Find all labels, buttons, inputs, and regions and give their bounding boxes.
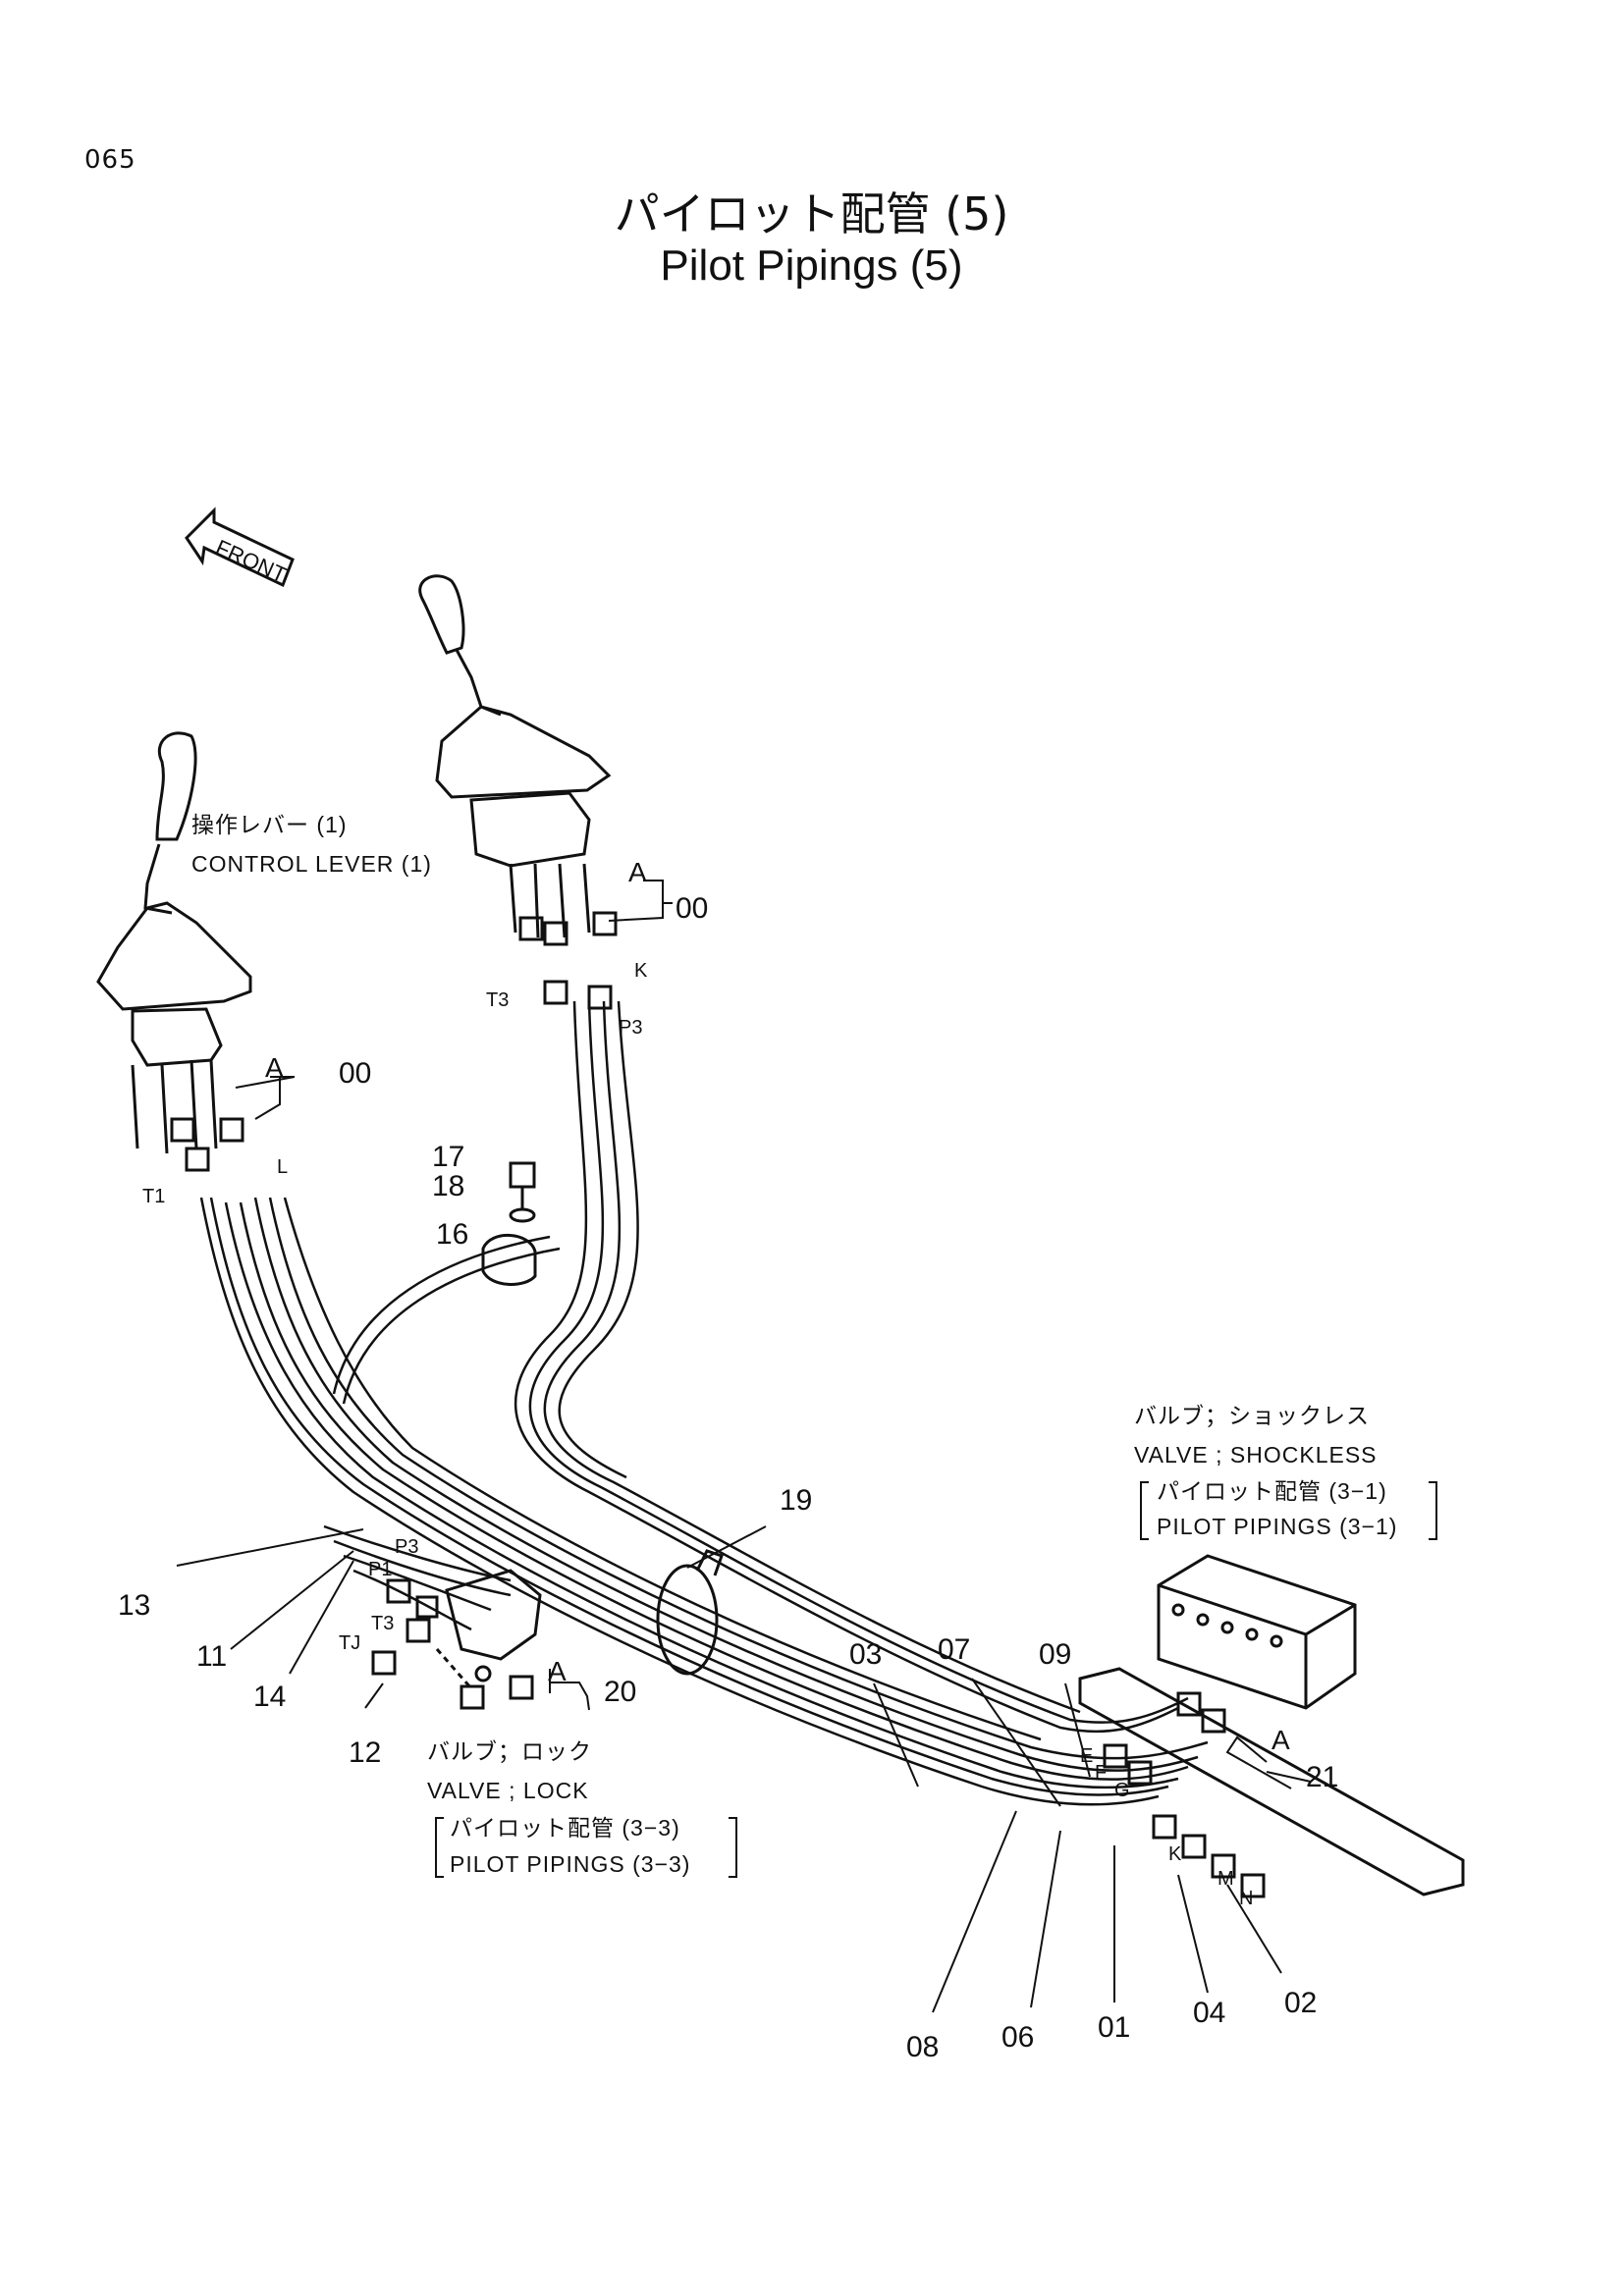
hose-bundle xyxy=(199,1000,1209,1806)
valve-shockless-en: VALVE ; SHOCKLESS xyxy=(1134,1442,1378,1468)
front-arrow-icon xyxy=(185,507,295,588)
front-arrow-label: FRONT xyxy=(212,535,290,588)
part-number-16: 16 xyxy=(436,1218,468,1251)
control-lever-jp: 操作レバー (1) xyxy=(191,812,348,837)
part-number-13: 13 xyxy=(118,1589,150,1622)
port-label-n: N xyxy=(1239,1888,1253,1909)
part-number-17: 17 xyxy=(432,1141,464,1173)
part-number-04: 04 xyxy=(1193,1997,1225,2029)
part-number-12: 12 xyxy=(349,1736,381,1769)
port-label-p1: P1 xyxy=(368,1559,392,1580)
part-number-09: 09 xyxy=(1039,1638,1071,1671)
port-label-t3-lock: T3 xyxy=(371,1613,394,1634)
port-label-tj: TJ xyxy=(339,1632,360,1654)
part-number-08: 08 xyxy=(906,2031,939,2063)
page-number: 065 xyxy=(84,145,136,175)
control-lever-en: CONTROL LEVER (1) xyxy=(191,851,432,877)
ref-pilot-3-3-en: PILOT PIPINGS (3−3) xyxy=(450,1851,690,1877)
part-number-00-left: 00 xyxy=(339,1057,371,1090)
ref-pilot-3-1-jp: パイロット配管 (3−1) xyxy=(1157,1478,1387,1504)
port-label-m: M xyxy=(1217,1868,1234,1890)
page-title-english: Pilot Pipings (5) xyxy=(660,241,963,290)
ref-pilot-3-3-jp: パイロット配管 (3−3) xyxy=(450,1815,680,1841)
part-number-07: 07 xyxy=(938,1633,970,1666)
port-label-t1: T1 xyxy=(142,1186,165,1207)
port-label-t3-lever: T3 xyxy=(486,989,509,1011)
part-number-01: 01 xyxy=(1098,2011,1130,2044)
diagram-labels: 操作レバー (1) CONTROL LEVER (1) バルブ；ショックレス V… xyxy=(118,812,1437,2063)
port-label-f: F xyxy=(1095,1762,1107,1784)
valve-shockless-jp: バルブ；ショックレス xyxy=(1134,1403,1370,1428)
part-number-19: 19 xyxy=(780,1484,812,1517)
left-control-lever xyxy=(96,731,252,1172)
valve-lock-en: VALVE ; LOCK xyxy=(427,1778,589,1803)
port-label-a-left: A xyxy=(265,1052,284,1083)
part-number-00-right: 00 xyxy=(676,892,708,925)
port-label-l: L xyxy=(277,1156,288,1178)
port-label-g: G xyxy=(1114,1780,1130,1801)
port-label-p3-lock: P3 xyxy=(395,1536,418,1558)
port-label-e: E xyxy=(1080,1745,1093,1767)
part-number-21: 21 xyxy=(1306,1761,1338,1793)
port-label-k-valve: K xyxy=(1168,1843,1182,1865)
valve-lock-jp: バルブ；ロック xyxy=(427,1738,592,1764)
port-label-a-shockless: A xyxy=(1271,1725,1290,1755)
leader-lines xyxy=(176,880,1312,2013)
part-number-02: 02 xyxy=(1284,1987,1317,2019)
part-number-14: 14 xyxy=(253,1681,286,1713)
lock-valve xyxy=(371,1569,542,1710)
right-control-lever xyxy=(418,574,618,1010)
ref-pilot-3-1-en: PILOT PIPINGS (3−1) xyxy=(1157,1514,1397,1539)
shockless-valve xyxy=(1078,1554,1465,1898)
port-label-p3-lever: P3 xyxy=(619,1017,642,1039)
part-number-06: 06 xyxy=(1001,2021,1034,2054)
part-number-20: 20 xyxy=(604,1676,636,1708)
clamp-assembly xyxy=(481,1161,537,1286)
port-label-a-right: A xyxy=(628,857,647,887)
part-number-18: 18 xyxy=(432,1170,464,1202)
part-number-11: 11 xyxy=(196,1640,227,1673)
port-label-k: K xyxy=(634,960,648,982)
page-title-japanese: パイロット配管 (5) xyxy=(614,187,1009,240)
port-label-a-lock: A xyxy=(548,1656,567,1686)
part-number-03: 03 xyxy=(849,1638,882,1671)
